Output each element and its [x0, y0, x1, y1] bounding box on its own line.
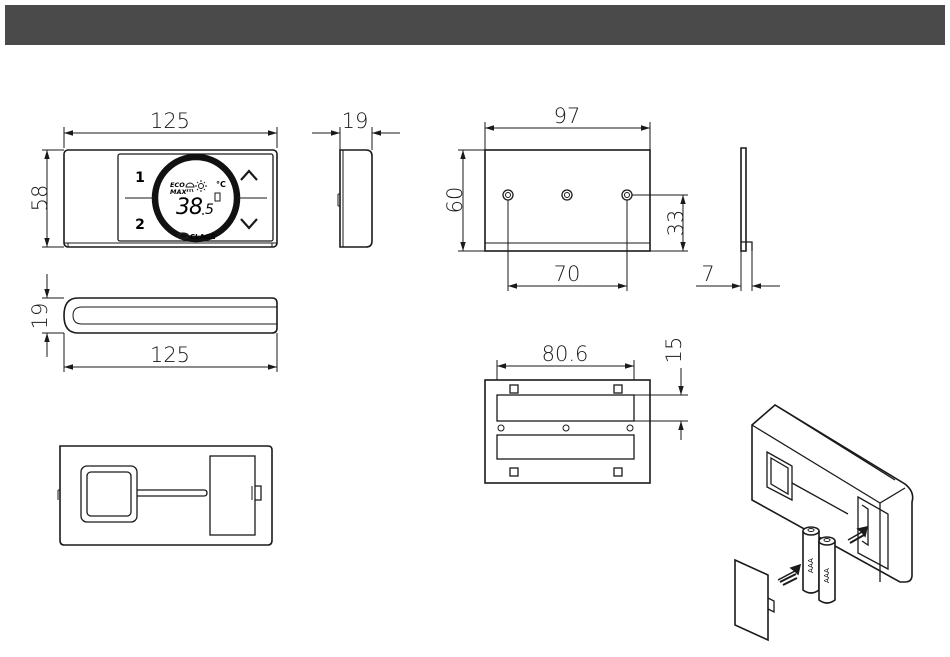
battery-install-view: AAA AAA [735, 405, 913, 640]
dim-top-width: 125 [150, 343, 190, 367]
brand-label: CLAGE [190, 233, 216, 241]
top-view: 19 125 [28, 274, 277, 372]
dim-plate-width: 97 [554, 104, 581, 128]
dim-side-depth: 19 [342, 109, 369, 133]
dim-front-width: 125 [150, 109, 190, 133]
dim-rear-offset: 15 [662, 337, 686, 364]
dim-top-depth: 19 [28, 303, 52, 330]
dim-plate-thickness: 7 [701, 262, 714, 286]
side-view: 19 [312, 109, 400, 247]
button-2-label[interactable]: 2 [135, 217, 145, 233]
wall-plate-side-view: 7 [696, 148, 780, 291]
dim-rear-spacing: 80.6 [542, 342, 589, 366]
battery-1: AAA [803, 527, 819, 593]
unit-label: °C [216, 180, 226, 189]
temperature-value: 38 [176, 195, 203, 220]
button-1-label[interactable]: 1 [135, 170, 145, 186]
temperature-decimal: 5 [205, 202, 214, 218]
dim-plate-height: 60 [443, 187, 467, 214]
insert-arrow-icon [778, 565, 800, 585]
wall-plate-view: 97 60 33 70 [443, 104, 688, 291]
battery-2-label: AAA [823, 568, 831, 583]
battery-2: AAA [819, 537, 835, 603]
back-view [58, 446, 272, 545]
dim-hole-height: 33 [664, 210, 688, 237]
dim-front-height: 58 [28, 185, 52, 212]
battery-cover [735, 560, 774, 640]
wall-plate-rear-view: 80.6 15 [485, 337, 688, 483]
front-view: 125 58 1 2 ECO MAX °C [28, 109, 277, 247]
dim-hole-spacing: 70 [554, 262, 581, 286]
battery-1-label: AAA [807, 558, 815, 573]
